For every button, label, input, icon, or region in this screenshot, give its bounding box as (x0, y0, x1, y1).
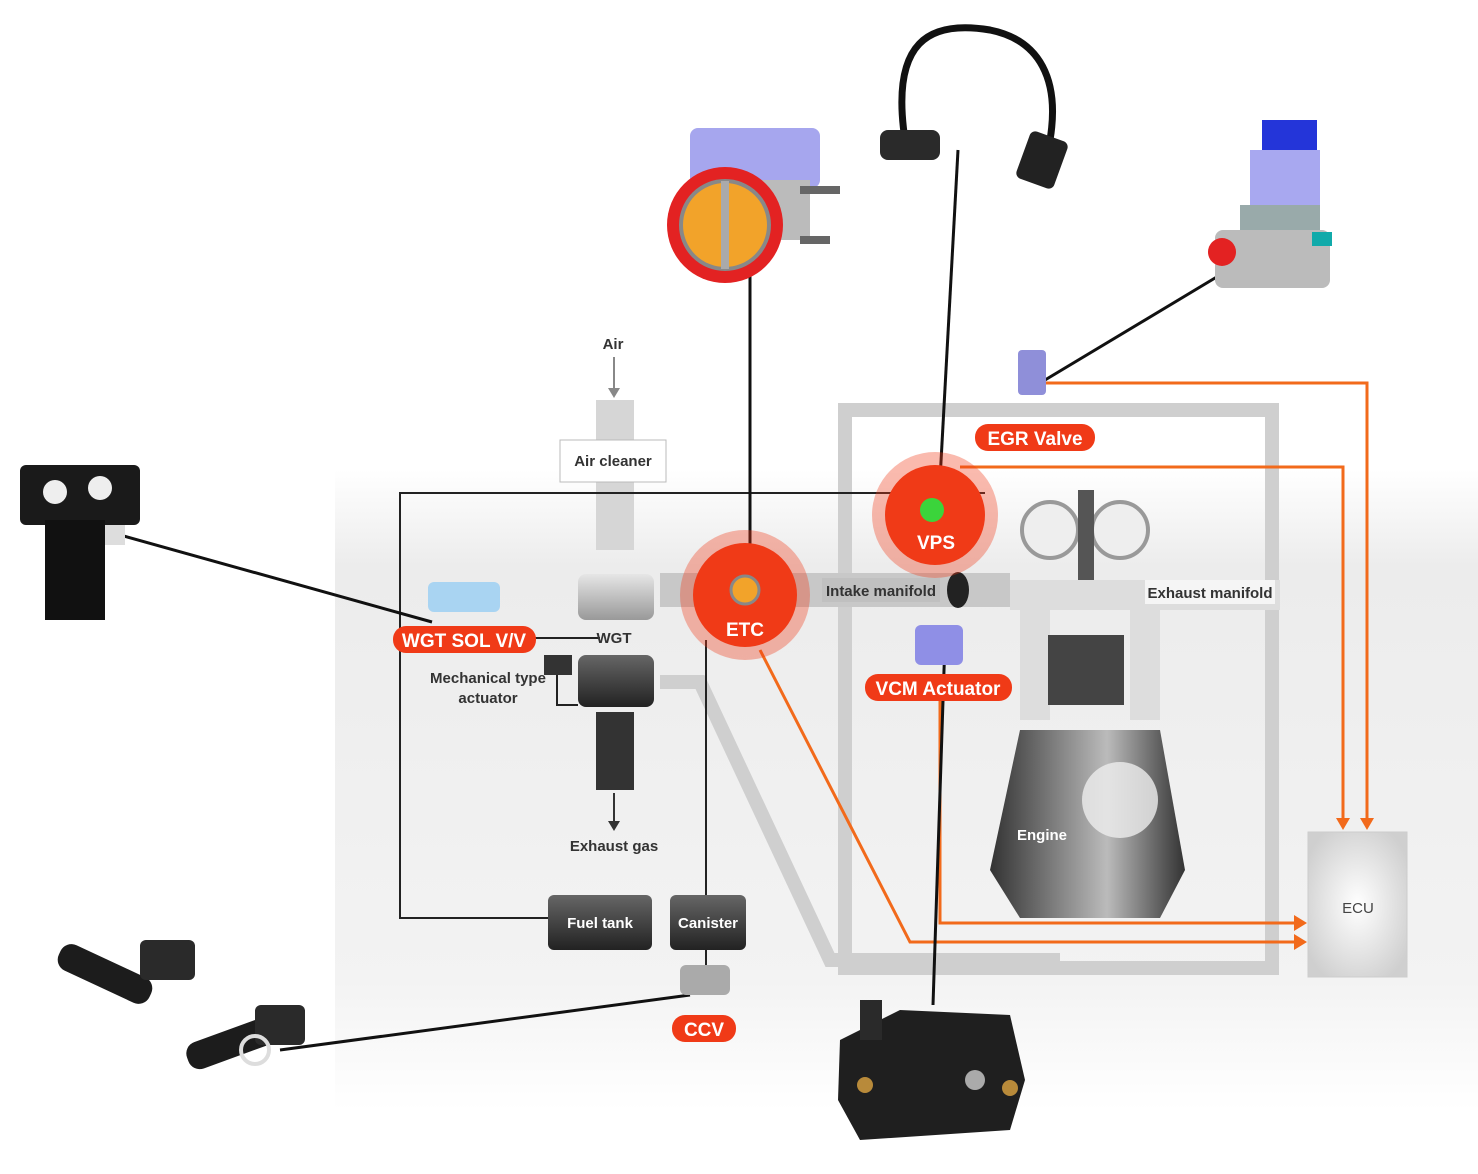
ccv-small-icon (680, 965, 730, 995)
vcm-actuator-badge (865, 674, 1012, 701)
exhaust-gas-label: Exhaust gas (570, 838, 658, 855)
exhaust-pipe (596, 712, 634, 790)
vcm-actuator-label: VCM Actuator (876, 679, 1002, 700)
wgt-sol-small-icon (428, 582, 500, 612)
air-cleaner-label: Air cleaner (574, 453, 652, 470)
ccv-valve-image (57, 940, 305, 1070)
canister (670, 895, 746, 950)
egr-valve-label: EGR Valve (987, 429, 1082, 450)
compressor (578, 574, 654, 620)
etc-label: ETC (726, 620, 764, 641)
engine-label: Engine (1017, 827, 1067, 844)
turbine (578, 655, 654, 707)
callout-lines (119, 149, 1221, 1052)
egr-valve-badge (975, 424, 1095, 451)
wgt-sol-badge (393, 626, 536, 653)
ecu-label: ECU (1342, 900, 1374, 917)
mech-actuator-label-1: Mechanical type (430, 670, 546, 687)
intake-valve-disc (947, 572, 969, 608)
canister-label: Canister (678, 915, 738, 932)
ecu-box (1307, 831, 1408, 978)
signal-lines (758, 381, 1369, 944)
ccv-label: CCV (684, 1020, 724, 1041)
wgt-solenoid-valve-image (20, 465, 140, 620)
etc-small-icon (729, 574, 761, 606)
fuel-tank-label: Fuel tank (567, 915, 634, 932)
air-label: Air (603, 336, 624, 353)
egr-valve-image (1208, 120, 1332, 288)
fuel-tank (548, 895, 652, 950)
wgt-label: WGT (597, 630, 632, 647)
intake-manifold-label: Intake manifold (826, 583, 936, 600)
vps-small-icon (920, 498, 944, 522)
engine (990, 490, 1185, 918)
vcm-actuator-image (838, 1000, 1025, 1140)
mech-actuator-label-2: actuator (458, 690, 517, 707)
egr-small-icon (1018, 350, 1046, 395)
etc-throttle-body-image (667, 128, 840, 283)
vcm-small-icon (915, 625, 963, 665)
vps-sensor-image (880, 24, 1068, 189)
ccv-badge (672, 1015, 736, 1042)
vacuum-lines (399, 492, 985, 968)
exhaust-manifold-label: Exhaust manifold (1147, 585, 1272, 602)
wgt-sol-label: WGT SOL V/V (402, 631, 527, 652)
air-cleaner (559, 439, 667, 483)
wgt-actuator (544, 655, 572, 675)
vps-label: VPS (917, 533, 955, 554)
